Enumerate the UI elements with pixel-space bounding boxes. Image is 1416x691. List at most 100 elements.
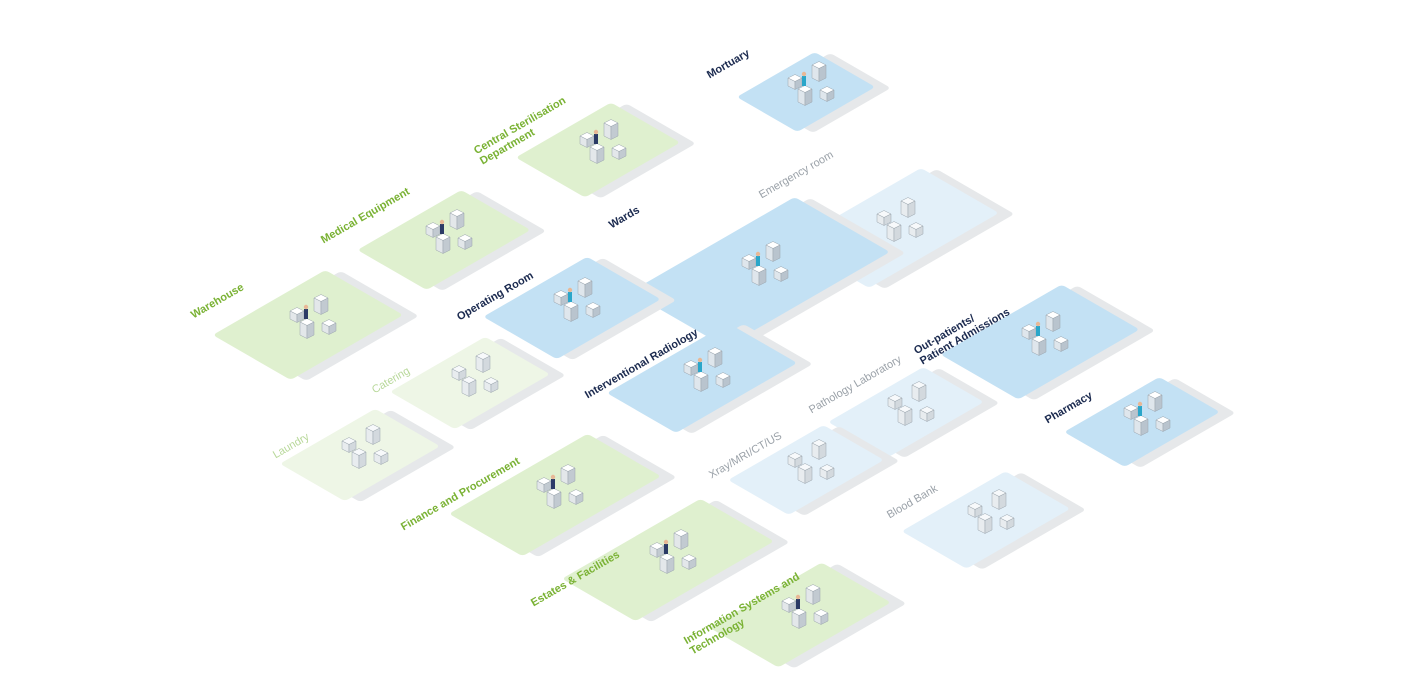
equipment-block <box>819 464 835 480</box>
equipment-block <box>887 394 903 410</box>
dept-illustration-pharmacy <box>1123 391 1171 436</box>
equipment-block <box>991 489 1007 510</box>
equipment-block <box>693 371 709 392</box>
equipment-block <box>908 222 924 238</box>
equipment-block <box>321 319 337 335</box>
dept-illustration-warehouse <box>289 294 337 339</box>
equipment-block <box>563 301 579 322</box>
equipment-block <box>805 584 821 605</box>
equipment-block <box>919 406 935 422</box>
equipment-block <box>536 477 552 493</box>
equipment-block <box>373 449 389 465</box>
dept-illustration-csd <box>579 119 627 164</box>
dept-illustration-finance <box>536 464 584 509</box>
dept-illustration-emergency <box>876 197 924 242</box>
equipment-block <box>425 222 441 238</box>
equipment-block <box>461 376 477 397</box>
equipment-block <box>911 381 927 402</box>
dept-illustration-outpatients <box>1021 311 1069 356</box>
dept-illustration-laundry <box>341 424 389 469</box>
person-figure <box>755 251 761 266</box>
dept-illustration-interventional-radiology <box>683 347 731 392</box>
equipment-block <box>457 234 473 250</box>
equipment-block <box>791 608 807 629</box>
person-figure <box>663 539 669 554</box>
equipment-block <box>649 542 665 558</box>
equipment-block <box>449 209 465 230</box>
person-figure <box>593 129 599 144</box>
equipment-block <box>589 143 605 164</box>
equipment-block <box>483 377 499 393</box>
dept-illustration-estates <box>649 529 697 574</box>
person-figure <box>1137 401 1143 416</box>
equipment-block <box>797 463 813 484</box>
equipment-block <box>681 554 697 570</box>
equipment-block <box>579 132 595 148</box>
person-figure <box>697 357 703 372</box>
equipment-block <box>683 360 699 376</box>
person-figure <box>1035 321 1041 336</box>
equipment-block <box>1123 404 1139 420</box>
dept-illustration-information-systems <box>781 584 829 629</box>
equipment-block <box>341 437 357 453</box>
dept-illustration-operating-room <box>553 277 601 322</box>
equipment-block <box>289 307 305 323</box>
equipment-block <box>819 86 835 102</box>
equipment-block <box>707 347 723 368</box>
equipment-block <box>897 405 913 426</box>
dept-label-line: Mortuary <box>705 47 752 82</box>
equipment-block <box>1031 335 1047 356</box>
equipment-block <box>813 609 829 625</box>
equipment-block <box>787 452 803 468</box>
dept-label-line: Warehouse <box>189 281 247 322</box>
person-figure <box>439 219 445 234</box>
dept-illustration-medical-equipment <box>425 209 473 254</box>
equipment-block <box>1147 391 1163 412</box>
equipment-block <box>435 233 451 254</box>
equipment-block <box>1021 324 1037 340</box>
equipment-block <box>1155 416 1171 432</box>
dept-label-line: Wards <box>607 204 642 232</box>
equipment-block <box>797 85 813 106</box>
equipment-block <box>475 352 491 373</box>
equipment-block <box>659 553 675 574</box>
equipment-block <box>365 424 381 445</box>
equipment-block <box>560 464 576 485</box>
equipment-block <box>741 254 757 270</box>
dept-illustration-xray <box>787 439 835 484</box>
equipment-block <box>611 144 627 160</box>
equipment-block <box>715 372 731 388</box>
equipment-block <box>900 197 916 218</box>
equipment-block <box>811 61 827 82</box>
dept-label-line: Emergency room <box>757 148 836 202</box>
equipment-block <box>546 488 562 509</box>
equipment-block <box>999 514 1015 530</box>
person-figure <box>550 474 556 489</box>
equipment-block <box>886 221 902 242</box>
dept-illustration-wards <box>741 241 789 286</box>
equipment-block <box>577 277 593 298</box>
equipment-block <box>967 502 983 518</box>
dept-illustration-catering <box>451 352 499 397</box>
person-figure <box>795 594 801 609</box>
equipment-block <box>553 290 569 306</box>
equipment-block <box>876 210 892 226</box>
equipment-block <box>1053 336 1069 352</box>
equipment-block <box>451 365 467 381</box>
equipment-block <box>773 266 789 282</box>
dept-label-mortuary: Mortuary <box>705 47 752 81</box>
dept-label-warehouse: Warehouse <box>189 281 246 321</box>
equipment-block <box>977 513 993 534</box>
equipment-block <box>603 119 619 140</box>
equipment-block <box>313 294 329 315</box>
equipment-block <box>568 489 584 505</box>
equipment-block <box>787 74 803 90</box>
equipment-block <box>765 241 781 262</box>
equipment-block <box>673 529 689 550</box>
dept-illustration-mortuary <box>787 61 835 106</box>
equipment-block <box>585 302 601 318</box>
person-figure <box>567 287 573 302</box>
equipment-block <box>1045 311 1061 332</box>
dept-label-emergency: Emergency room <box>757 149 836 201</box>
